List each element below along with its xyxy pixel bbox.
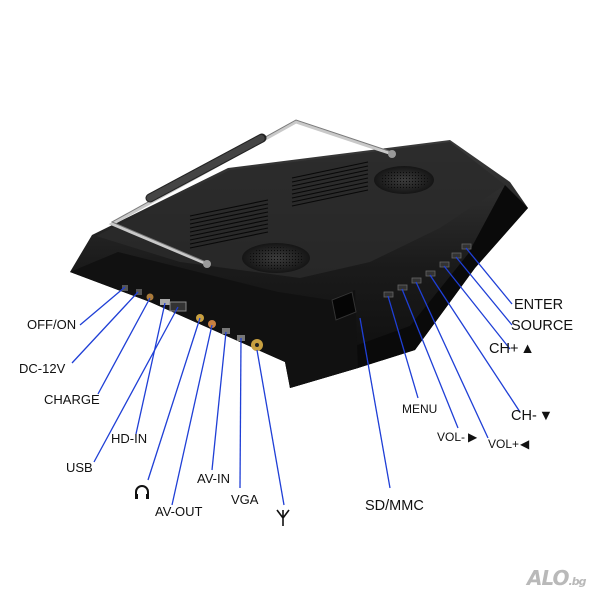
callout-lines — [71, 247, 521, 506]
label-sd-mmc: SD/MMC — [365, 498, 424, 514]
label-dc-12v: DC-12V — [19, 361, 66, 376]
label-hd-in: HD-IN — [111, 431, 148, 446]
vol-minus-text: VOL- — [437, 430, 466, 444]
label-av-out: AV-OUT — [155, 504, 203, 519]
label-ch-minus: CH-▼ — [511, 409, 553, 424]
label-ch-plus: CH+▲ — [489, 342, 535, 357]
vol-plus-text: VOL+ — [488, 437, 520, 451]
label-off-on: OFF/ON — [27, 317, 77, 332]
watermark-logo: ALO.bg — [527, 566, 587, 590]
label-enter: ENTER — [514, 297, 564, 313]
ch-plus-text: CH+ — [489, 341, 519, 357]
triangle-right-icon: ▶ — [468, 430, 478, 444]
label-charge: CHARGE — [44, 392, 100, 407]
label-source: SOURCE — [511, 318, 574, 334]
ch-minus-text: CH- — [511, 408, 537, 424]
speaker-left — [242, 243, 310, 273]
triangle-left-icon: ◀ — [520, 437, 530, 451]
carry-handle — [108, 119, 396, 268]
watermark-main: ALO — [527, 566, 570, 590]
headphone-icon — [134, 484, 150, 504]
antenna-icon — [276, 509, 290, 531]
label-vga: VGA — [231, 492, 259, 507]
speaker-right — [374, 166, 434, 194]
label-vol-plus: VOL+◀ — [488, 438, 529, 450]
side-ports — [122, 285, 357, 351]
label-usb: USB — [66, 460, 93, 475]
triangle-down-icon: ▼ — [538, 408, 554, 424]
vent-grilles — [189, 161, 369, 249]
triangle-up-icon: ▲ — [520, 341, 535, 357]
label-av-in: AV-IN — [197, 471, 230, 486]
label-menu: MENU — [402, 402, 438, 416]
watermark-suffix: .bg — [568, 575, 587, 588]
side-buttons — [383, 243, 472, 298]
label-vol-minus: VOL-▶ — [437, 431, 477, 443]
